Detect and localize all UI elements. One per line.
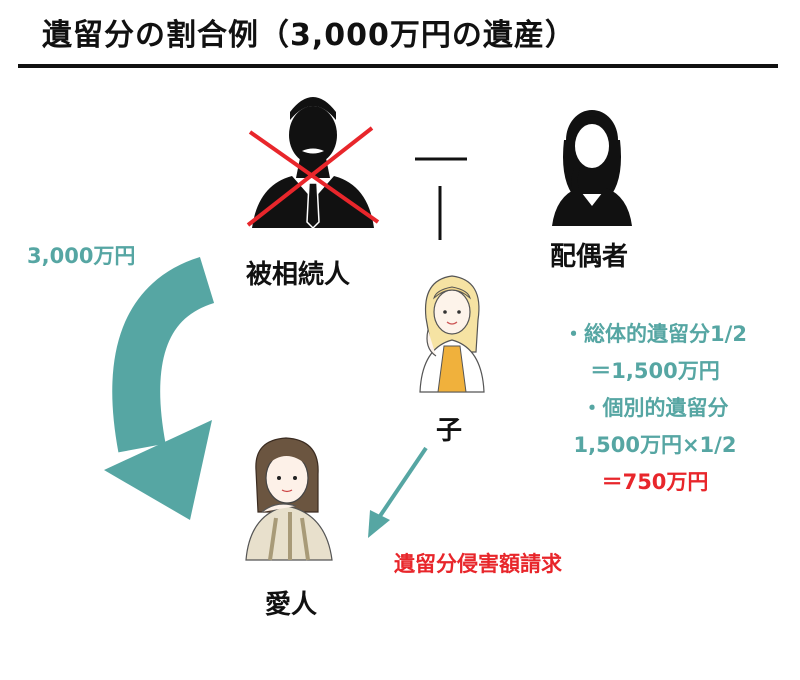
deceased-label: 被相続人 xyxy=(246,260,351,290)
calc-line-1: ・総体的遺留分1/2 xyxy=(563,322,747,346)
calc-line-2: ＝1,500万円 xyxy=(590,359,720,383)
calc-line-3: ・個別的遺留分 xyxy=(581,396,729,420)
estate-amount-label: 3,000万円 xyxy=(27,244,136,268)
inheritance-flow-arrow xyxy=(104,257,216,520)
woman-illustration-icon xyxy=(245,437,333,561)
page-title: 遺留分の割合例（3,000万円の遺産） xyxy=(42,18,576,53)
claim-arrow xyxy=(368,446,428,538)
title-divider xyxy=(18,64,778,68)
calc-line-5: ＝750万円 xyxy=(601,470,709,494)
claim-label: 遺留分侵害額請求 xyxy=(394,552,562,576)
woman-silhouette-icon xyxy=(552,110,632,226)
lover-label: 愛人 xyxy=(265,590,318,620)
child-label: 子 xyxy=(436,416,463,446)
calculation-block: ・総体的遺留分1/2 ＝1,500万円 ・個別的遺留分 1,500万円×1/2 … xyxy=(530,316,780,501)
calc-line-4: 1,500万円×1/2 xyxy=(573,433,737,457)
girl-illustration-icon xyxy=(419,275,485,393)
man-silhouette-icon xyxy=(252,97,374,230)
red-cross-icon xyxy=(246,126,380,227)
spouse-label: 配偶者 xyxy=(550,242,629,272)
